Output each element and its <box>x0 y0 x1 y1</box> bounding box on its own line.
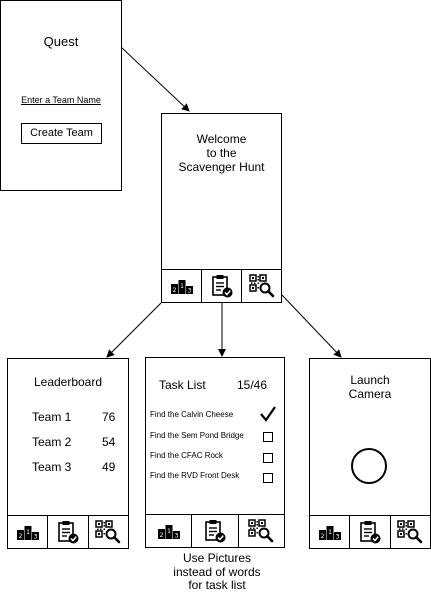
svg-text:1: 1 <box>26 529 30 536</box>
svg-text:3: 3 <box>335 534 339 541</box>
task-label: Find the RVD Front Desk <box>150 471 240 480</box>
tab-tasks[interactable] <box>48 516 89 548</box>
arrow-welcome-to-camera <box>281 294 342 358</box>
welcome-line-2: to the <box>206 146 237 160</box>
team-name-link[interactable]: Enter a Team Name <box>21 95 101 105</box>
create-team-button[interactable]: Create Team <box>21 123 102 144</box>
annotation-line-2: instead of words <box>173 565 261 579</box>
leaderboard-screen: Leaderboard Team 1 76 Team 2 54 Team 3 4… <box>7 358 129 549</box>
team-score: 76 <box>102 410 116 424</box>
svg-text:3: 3 <box>187 288 191 295</box>
arrow-quest-to-welcome <box>120 46 190 112</box>
checkmark-icon[interactable] <box>259 406 277 427</box>
tab-scan[interactable] <box>391 516 430 548</box>
svg-text:3: 3 <box>33 534 37 541</box>
task-label: Find the Sem Pond Bridge <box>150 431 244 440</box>
leaderboard-title: Leaderboard <box>33 375 103 389</box>
task-label: Find the Calvin Cheese <box>150 410 234 419</box>
clipboard-check-icon <box>57 520 79 544</box>
clipboard-check-icon <box>359 520 381 544</box>
task-checkbox[interactable] <box>263 453 273 463</box>
camera-line-1: Launch <box>350 373 390 387</box>
tab-scan[interactable] <box>89 516 128 548</box>
team-name: Team 2 <box>32 435 72 449</box>
clipboard-check-icon <box>211 274 233 298</box>
clipboard-check-icon <box>204 519 226 543</box>
task-checkbox[interactable] <box>263 473 273 483</box>
team-score: 54 <box>102 435 116 449</box>
svg-text:1: 1 <box>180 283 184 290</box>
task-count: 15/46 <box>237 378 268 392</box>
svg-text:2: 2 <box>320 533 324 540</box>
annotation-line-1: Use Pictures <box>182 551 252 565</box>
task-checkbox[interactable] <box>263 432 273 442</box>
camera-line-2: Camera <box>348 387 392 401</box>
qr-search-icon <box>248 274 275 298</box>
svg-text:1: 1 <box>167 528 171 535</box>
quest-screen: Quest Enter a Team Name Create Team <box>0 0 122 191</box>
welcome-line-1: Welcome <box>196 132 247 146</box>
qr-search-icon <box>248 519 274 543</box>
tab-scan[interactable] <box>242 270 281 302</box>
svg-text:2: 2 <box>18 533 22 540</box>
welcome-line-3: Scavenger Hunt <box>178 160 265 174</box>
tab-tasks[interactable] <box>192 515 239 547</box>
task-list-title: Task List <box>159 378 206 392</box>
shutter-button[interactable] <box>351 448 387 484</box>
svg-text:1: 1 <box>328 529 332 536</box>
tab-tasks[interactable] <box>202 270 242 302</box>
svg-text:2: 2 <box>172 287 176 294</box>
svg-text:2: 2 <box>159 532 163 539</box>
team-score: 49 <box>102 460 116 474</box>
svg-text:3: 3 <box>174 533 178 540</box>
task-list-screen: Task List 15/46 Find the Calvin Cheese F… <box>145 357 285 548</box>
tab-scan[interactable] <box>239 515 284 547</box>
task-label: Find the CFAC Rock <box>150 451 223 460</box>
qr-search-icon <box>397 520 423 544</box>
quest-title: Quest <box>43 34 79 49</box>
team-name: Team 1 <box>32 410 72 424</box>
arrow-welcome-to-leaderboard <box>106 302 162 358</box>
team-name: Team 3 <box>32 460 72 474</box>
tab-tasks[interactable] <box>350 516 391 548</box>
annotation-line-3: for task list <box>188 578 246 592</box>
qr-search-icon <box>95 520 121 544</box>
